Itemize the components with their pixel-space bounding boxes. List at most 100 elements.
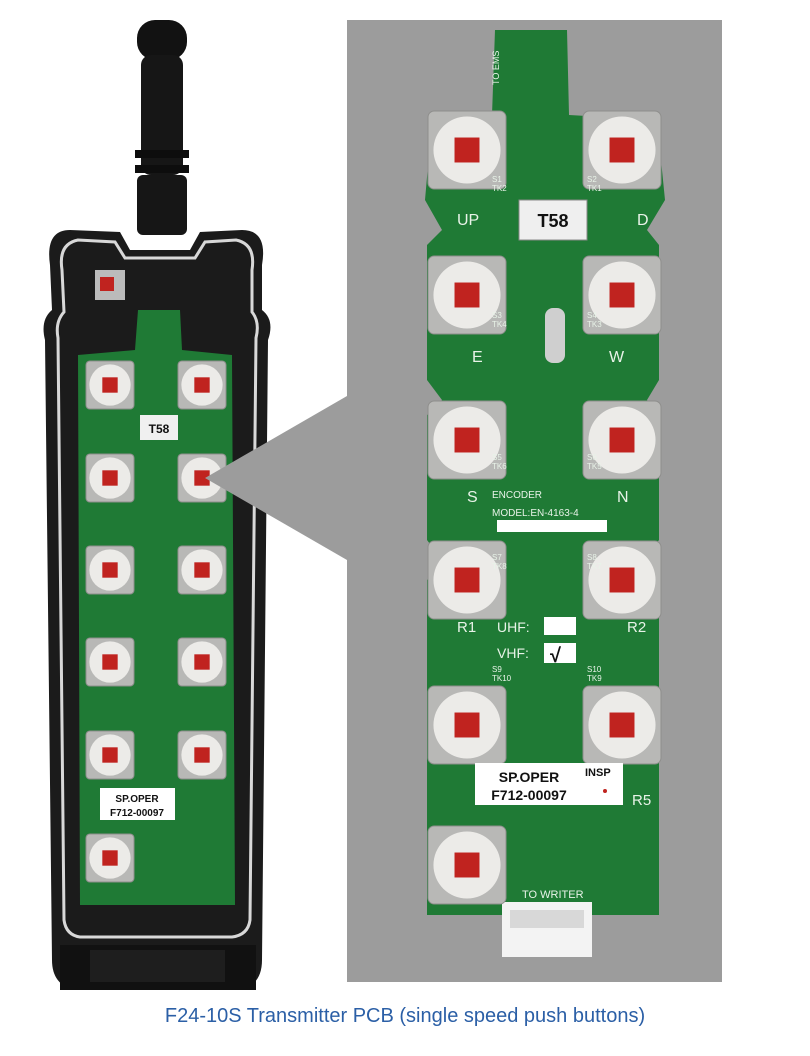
left-push-button-5: [85, 545, 135, 595]
push-button-9-center: [454, 712, 480, 738]
right-button-grid: [427, 110, 662, 905]
tk-label-tk7: TK7: [587, 562, 602, 571]
tk-label-tk8: TK8: [492, 562, 507, 571]
model-label: MODEL:EN-4163-4: [492, 508, 579, 519]
push-button-5: [427, 400, 507, 480]
left-push-button-4: [177, 453, 227, 503]
left-sticker-line1: SP.OPER: [115, 794, 159, 805]
switch-label-s4: S4: [587, 311, 597, 320]
push-button-extra: [427, 825, 507, 905]
sp-oper-sticker: [475, 763, 583, 805]
push-button-1: [427, 110, 507, 190]
left-push-button-8: [177, 637, 227, 687]
switch-label-s2: S2: [587, 175, 597, 184]
zoom-panel: T58 TO EMS UP D E W S N ENCODER MODEL:EN…: [347, 20, 722, 982]
to-writer-label: TO WRITER: [522, 889, 584, 901]
left-crystal: [140, 415, 178, 440]
down-label: D: [637, 212, 649, 229]
push-button-2-center: [609, 137, 635, 163]
left-push-button-5-center: [102, 562, 118, 578]
tk-label-tk9: TK9: [587, 674, 602, 683]
switch-label-s8: S8: [587, 553, 597, 562]
left-push-button-3-center: [102, 470, 118, 486]
switch-label-s5: S5: [492, 453, 502, 462]
left-push-button-9: [85, 730, 135, 780]
antenna: [135, 20, 189, 235]
push-button-10: [582, 685, 662, 765]
push-button-8-center: [609, 567, 635, 593]
switch-label-s1: S1: [492, 175, 502, 184]
zoomed-pcb: T58 TO EMS UP D E W S N ENCODER MODEL:EN…: [425, 30, 665, 957]
uhf-blank: [544, 617, 576, 635]
r1-label: R1: [457, 619, 476, 636]
tk-label-tk4: TK4: [492, 320, 507, 329]
push-button-10-center: [609, 712, 635, 738]
left-push-button-1-center: [102, 377, 118, 393]
push-button-7: [427, 540, 507, 620]
switch-label-s3: S3: [492, 311, 502, 320]
switch-label-group: S1TK2S2TK1S3TK4S4TK3S5TK6S6TK5S7TK8S8TK7…: [492, 175, 602, 683]
left-push-button-2-center: [194, 377, 210, 393]
push-button-4: [582, 255, 662, 335]
left-push-button-10-center: [194, 747, 210, 763]
left-push-button-8-center: [194, 654, 210, 670]
push-button-3: [427, 255, 507, 335]
left-push-button-3: [85, 453, 135, 503]
push-button-1-center: [454, 137, 480, 163]
up-label: UP: [457, 212, 479, 229]
to-ems-label: TO EMS: [491, 51, 501, 85]
sticker-line1: SP.OPER: [499, 769, 559, 785]
left-push-button-6-center: [194, 562, 210, 578]
insp-mark: [603, 789, 607, 793]
push-button-9: [427, 685, 507, 765]
push-button-5-center: [454, 427, 480, 453]
vhf-label: VHF:: [497, 645, 529, 661]
switch-label-s10: S10: [587, 665, 602, 674]
left-button-grid: [85, 360, 227, 883]
tk-label-tk6: TK6: [492, 462, 507, 471]
switch-label-s7: S7: [492, 553, 502, 562]
left-crystal-label: T58: [149, 422, 170, 436]
tk-label-tk3: TK3: [587, 320, 602, 329]
left-push-button-extra-center: [102, 850, 118, 866]
crystal-label: T58: [537, 211, 568, 231]
push-button-6-center: [609, 427, 635, 453]
insp-label: INSP: [585, 767, 611, 779]
r2-label: R2: [627, 619, 646, 636]
encoder-label: ENCODER: [492, 490, 542, 501]
tk-label-tk10: TK10: [492, 674, 512, 683]
left-sticker: [100, 788, 175, 820]
vhf-check: √: [550, 645, 562, 667]
oscillator: [545, 308, 565, 363]
push-button-6: [582, 400, 662, 480]
figure-caption: F24-10S Transmitter PCB (single speed pu…: [164, 1005, 646, 1027]
switch-label-s9: S9: [492, 665, 502, 674]
left-push-button-9-center: [102, 747, 118, 763]
crystal-module: [518, 199, 588, 241]
east-label: E: [472, 349, 483, 366]
push-button-extra-center: [454, 852, 480, 878]
left-push-button-7-center: [102, 654, 118, 670]
insp-sticker: [583, 763, 623, 805]
push-button-3-center: [454, 282, 480, 308]
push-button-8: [582, 540, 662, 620]
left-sticker-line2: F712-00097: [110, 808, 164, 819]
vhf-box: [544, 643, 576, 663]
push-button-4-center: [609, 282, 635, 308]
model-blank-label: [497, 520, 607, 532]
west-label: W: [609, 349, 625, 366]
r5-label: R5: [632, 792, 651, 809]
tk-label-tk1: TK1: [587, 184, 602, 193]
left-push-button-extra: [85, 833, 135, 883]
uhf-label: UHF:: [497, 619, 530, 635]
push-button-7-center: [454, 567, 480, 593]
sticker-line2: F712-00097: [491, 787, 567, 803]
north-label: N: [617, 489, 629, 506]
tk-label-tk2: TK2: [492, 184, 507, 193]
left-push-button-10: [177, 730, 227, 780]
south-label: S: [467, 489, 478, 506]
left-push-button-4-center: [194, 470, 210, 486]
left-push-button-2: [177, 360, 227, 410]
left-push-button-6: [177, 545, 227, 595]
left-push-button-7: [85, 637, 135, 687]
